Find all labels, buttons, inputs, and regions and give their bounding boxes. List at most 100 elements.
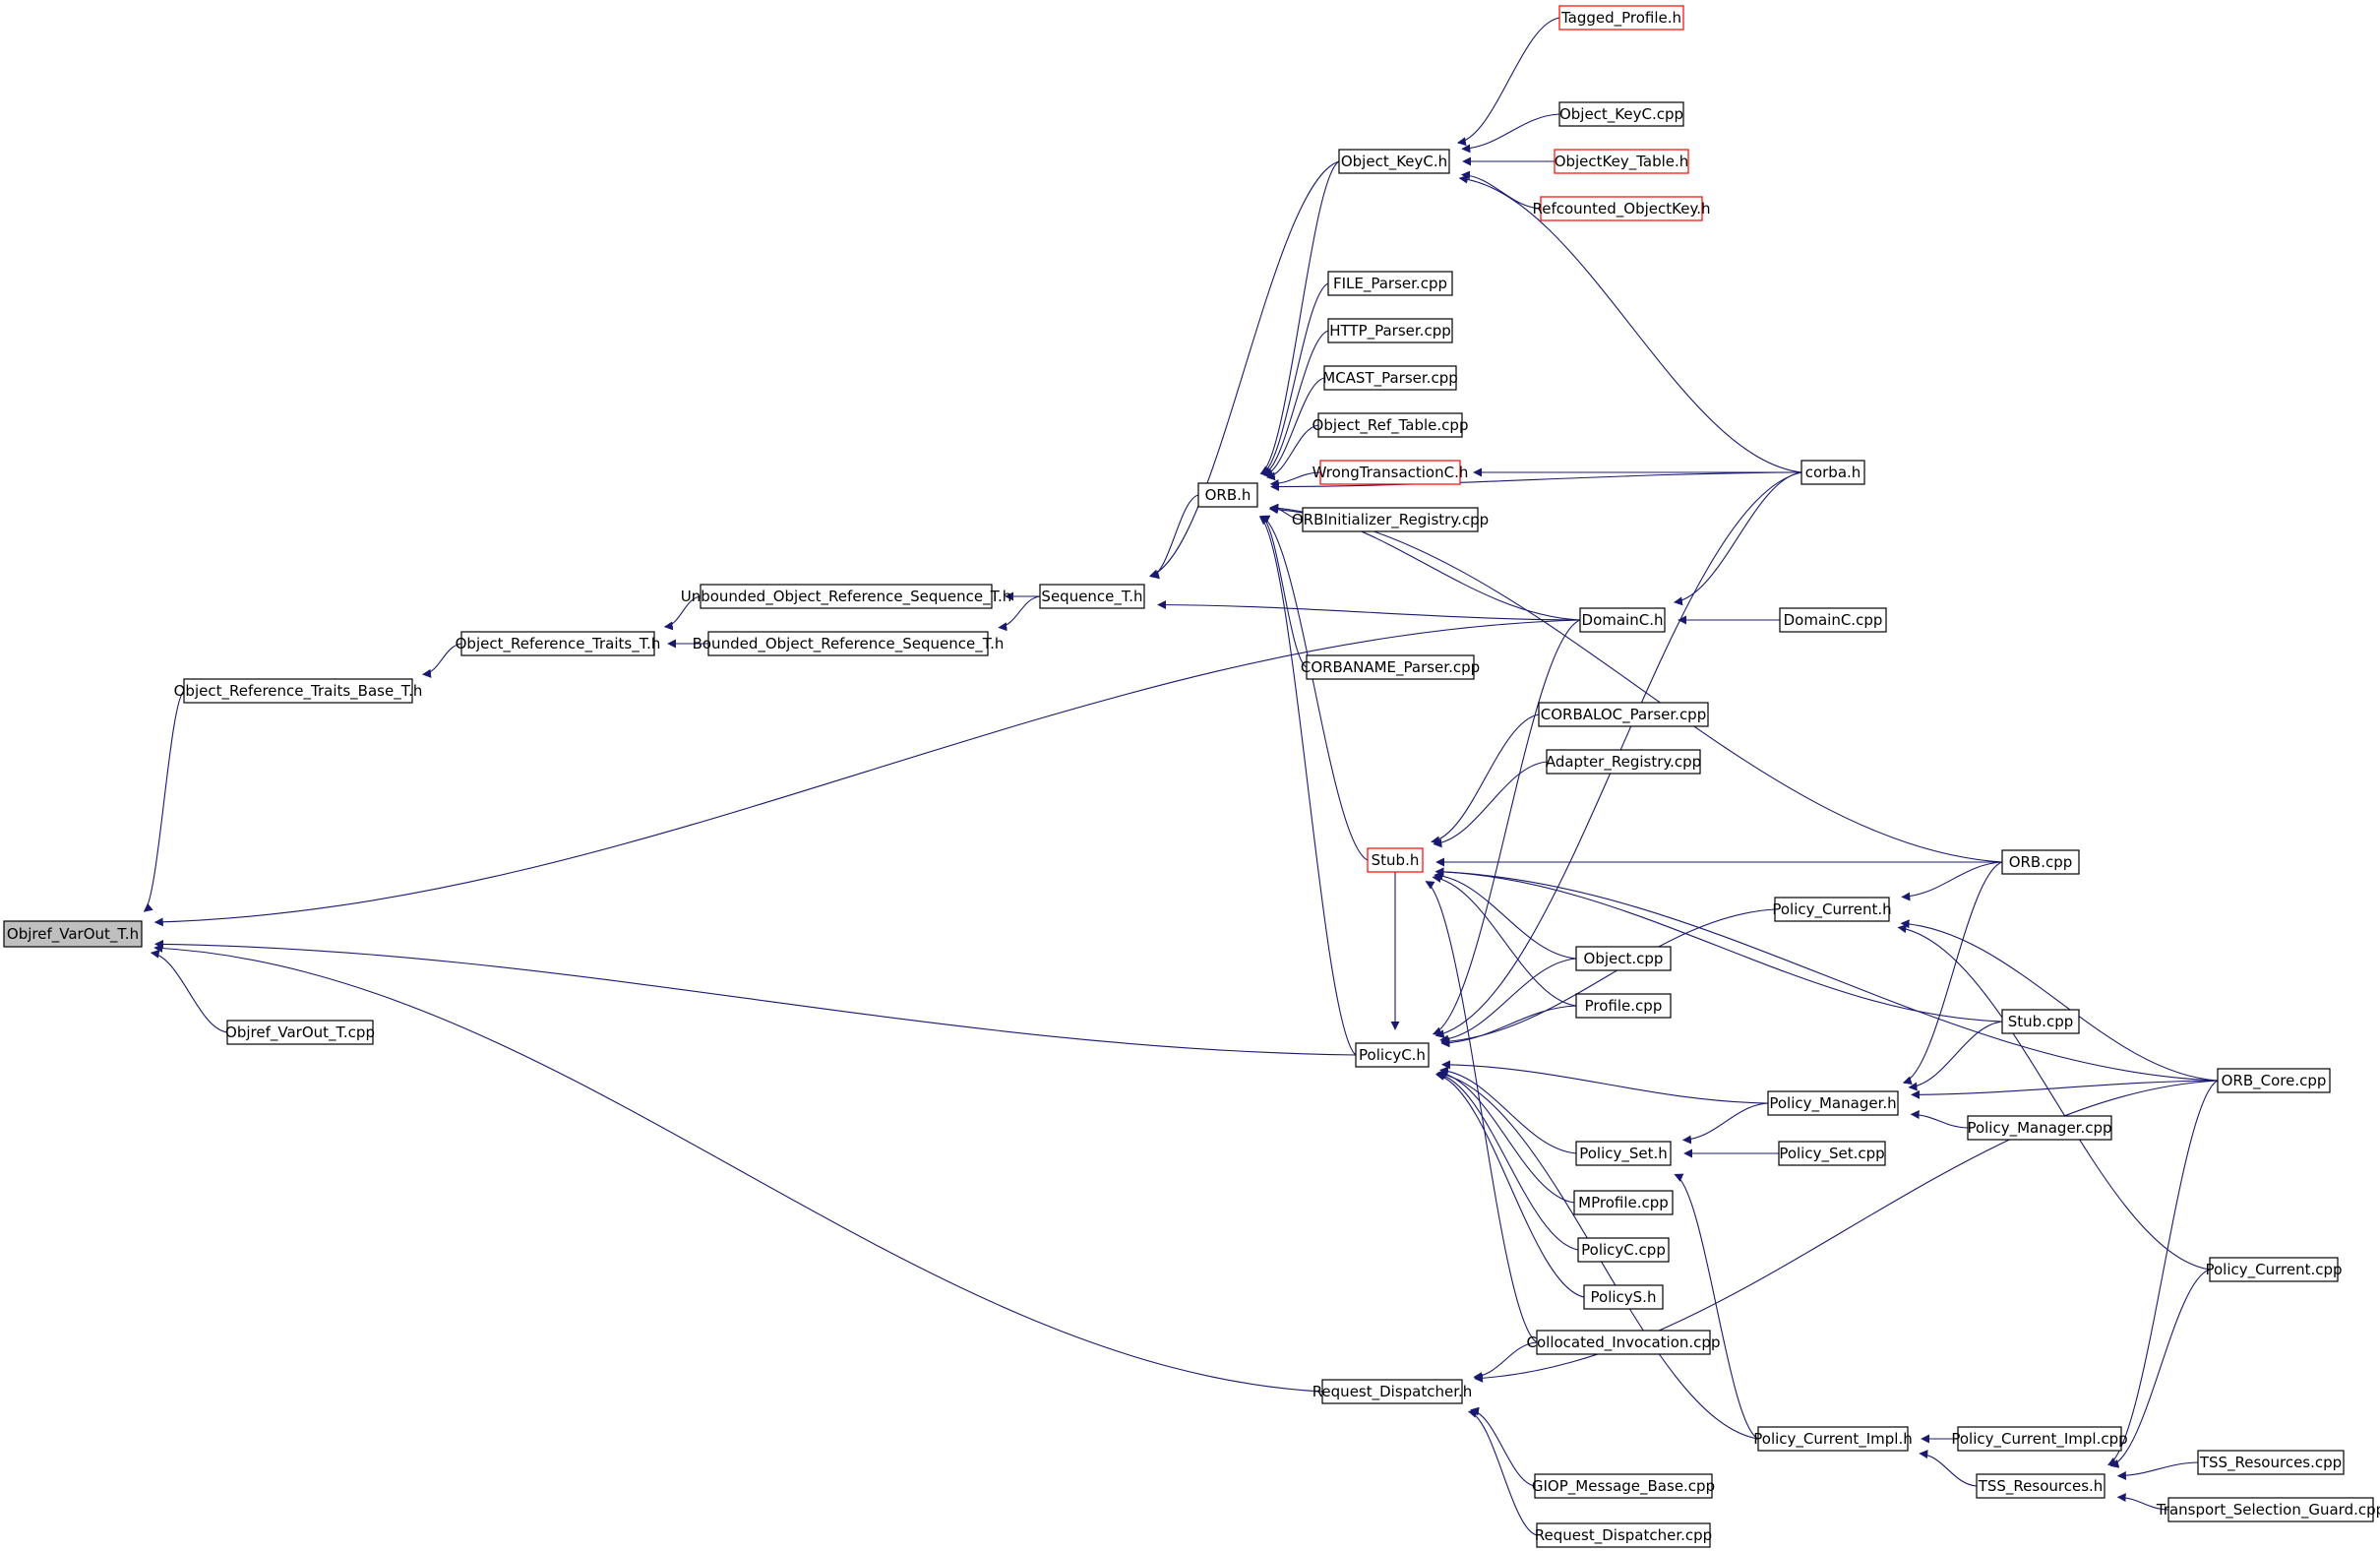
node-orb-cpp[interactable]: ORB.cpp bbox=[2001, 849, 2080, 875]
node-orb-core-cpp[interactable]: ORB_Core.cpp bbox=[2217, 1068, 2331, 1093]
node-label: Stub.cpp bbox=[2008, 1013, 2074, 1030]
node-policy-current-impl-cpp[interactable]: Policy_Current_Impl.cpp bbox=[1951, 1426, 2128, 1452]
node-box bbox=[1540, 196, 1703, 221]
node-objref-varout-h[interactable]: Objref_VarOut_T.h bbox=[3, 920, 143, 948]
node-collocated-invocation[interactable]: Collocated_Invocation.cpp bbox=[1527, 1330, 1721, 1355]
node-label: Request_Dispatcher.h bbox=[1312, 1383, 1473, 1401]
node-tagged-profile[interactable]: Tagged_Profile.h bbox=[1558, 5, 1684, 31]
node-objref-varout-cpp[interactable]: Objref_VarOut_T.cpp bbox=[225, 1020, 375, 1045]
edge-policy-manager-h-to-policy-manager-cpp bbox=[1910, 1110, 1969, 1129]
node-tss-resources-h[interactable]: TSS_Resources.h bbox=[1976, 1473, 2105, 1499]
edge-policyc-h-to-policy-current-h bbox=[1440, 908, 1776, 1046]
edge-object-keyc-h-to-tagged-profile bbox=[1456, 17, 1560, 147]
node-request-dispatcher-cpp[interactable]: Request_Dispatcher.cpp bbox=[1535, 1522, 1712, 1548]
node-policy-set-h[interactable]: Policy_Set.h bbox=[1575, 1141, 1672, 1166]
node-policyc-h[interactable]: PolicyC.h bbox=[1355, 1042, 1430, 1068]
node-label: Policy_Manager.h bbox=[1769, 1094, 1896, 1113]
node-orb-h[interactable]: ORB.h bbox=[1197, 482, 1258, 508]
edge-orb-h-to-file-parser bbox=[1260, 282, 1329, 475]
node-label: Stub.h bbox=[1372, 851, 1420, 869]
edge-policy-set-h-to-policy-manager-h bbox=[1681, 1102, 1769, 1145]
node-box bbox=[1197, 482, 1258, 508]
edge-stub-h-to-collocated-invocation bbox=[1425, 881, 1538, 1343]
node-refcounted-objectkey[interactable]: Refcounted_ObjectKey.h bbox=[1532, 196, 1711, 221]
node-transport-selection-guard[interactable]: Transport_Selection_Guard.cpp bbox=[2156, 1497, 2380, 1522]
node-label: Policy_Current.h bbox=[1772, 900, 1891, 919]
node-label: Unbounded_Object_Reference_Sequence_T.h bbox=[681, 588, 1012, 606]
node-policy-manager-h[interactable]: Policy_Manager.h bbox=[1767, 1090, 1899, 1116]
node-policy-current-impl-h[interactable]: Policy_Current_Impl.h bbox=[1753, 1426, 1913, 1452]
edge-policy-current-impl-h-to-tss-resources-h bbox=[1919, 1450, 1978, 1487]
node-object-keyc-h[interactable]: Object_KeyC.h bbox=[1338, 149, 1450, 174]
edge-policyc-h-to-domainc-h bbox=[1432, 619, 1581, 1035]
node-box bbox=[1338, 149, 1450, 174]
node-mprofile-cpp[interactable]: MProfile.cpp bbox=[1573, 1190, 1674, 1215]
node-label: FILE_Parser.cpp bbox=[1333, 275, 1447, 293]
node-object-cpp[interactable]: Object.cpp bbox=[1575, 946, 1672, 971]
node-policy-current-cpp[interactable]: Policy_Current.cpp bbox=[2205, 1257, 2343, 1282]
node-label: ORBInitializer_Registry.cpp bbox=[1292, 511, 1489, 529]
edge-request-dispatcher-h-to-request-dispatcher-cpp bbox=[1467, 1409, 1538, 1536]
node-box bbox=[1327, 318, 1453, 343]
node-sequence-t[interactable]: Sequence_T.h bbox=[1039, 584, 1145, 609]
node-giop-message-base[interactable]: GIOP_Message_Base.cpp bbox=[1532, 1473, 1715, 1499]
edge-tss-resources-h-to-tss-resources-cpp bbox=[2116, 1461, 2199, 1481]
node-obj-ref-traits-base[interactable]: Object_Reference_Traits_Base_T.h bbox=[174, 678, 423, 704]
edge-policy-manager-h-to-orb-cpp bbox=[1902, 861, 2003, 1085]
node-obj-ref-traits[interactable]: Object_Reference_Traits_T.h bbox=[456, 631, 661, 656]
node-box bbox=[1778, 1141, 1886, 1166]
node-box bbox=[1583, 1284, 1664, 1310]
node-corba-h[interactable]: corba.h bbox=[1800, 460, 1865, 485]
node-file-parser[interactable]: FILE_Parser.cpp bbox=[1327, 271, 1453, 296]
edges-layer bbox=[143, 17, 2219, 1536]
node-tss-resources-cpp[interactable]: TSS_Resources.cpp bbox=[2197, 1450, 2345, 1475]
node-policyc-cpp[interactable]: PolicyC.cpp bbox=[1577, 1237, 1670, 1263]
node-domainc-h[interactable]: DomainC.h bbox=[1579, 607, 1666, 633]
edge-orb-h-to-mcast-parser bbox=[1263, 377, 1325, 478]
edge-request-dispatcher-h-to-orb-core-cpp bbox=[1474, 1080, 2219, 1383]
node-policy-current-h[interactable]: Policy_Current.h bbox=[1772, 897, 1892, 922]
node-box bbox=[1536, 1330, 1711, 1355]
node-request-dispatcher-h[interactable]: Request_Dispatcher.h bbox=[1312, 1379, 1473, 1404]
node-unbounded-seq[interactable]: Unbounded_Object_Reference_Sequence_T.h bbox=[681, 584, 1012, 609]
node-profile-cpp[interactable]: Profile.cpp bbox=[1575, 993, 1672, 1019]
node-wrongtransaction[interactable]: WrongTransactionC.h bbox=[1312, 460, 1469, 485]
node-corbaname-parser[interactable]: CORBANAME_Parser.cpp bbox=[1301, 654, 1480, 680]
node-objectkey-table[interactable]: ObjectKey_Table.h bbox=[1554, 149, 1689, 174]
node-box bbox=[1317, 412, 1463, 438]
node-http-parser[interactable]: HTTP_Parser.cpp bbox=[1327, 318, 1453, 343]
node-box bbox=[1957, 1426, 2122, 1452]
node-object-keyc-cpp[interactable]: Object_KeyC.cpp bbox=[1558, 101, 1684, 127]
node-object-ref-table[interactable]: Object_Ref_Table.cpp bbox=[1312, 412, 1469, 438]
node-stub-h[interactable]: Stub.h bbox=[1367, 847, 1424, 873]
node-corbaloc-parser[interactable]: CORBALOC_Parser.cpp bbox=[1538, 702, 1709, 727]
node-adapter-registry[interactable]: Adapter_Registry.cpp bbox=[1546, 749, 1701, 775]
node-domainc-cpp[interactable]: DomainC.cpp bbox=[1779, 607, 1887, 633]
node-stub-cpp[interactable]: Stub.cpp bbox=[2001, 1009, 2080, 1034]
node-policy-manager-cpp[interactable]: Policy_Manager.cpp bbox=[1967, 1115, 2112, 1141]
node-label: PolicyS.h bbox=[1591, 1288, 1657, 1306]
node-box bbox=[1302, 507, 1479, 532]
node-label: Objref_VarOut_T.h bbox=[7, 925, 139, 944]
edge-policyc-h-to-policy-set-h bbox=[1439, 1066, 1577, 1154]
node-label: Collocated_Invocation.cpp bbox=[1527, 1334, 1721, 1352]
node-bounded-seq[interactable]: Bounded_Object_Reference_Sequence_T.h bbox=[693, 631, 1005, 656]
node-policys-h[interactable]: PolicyS.h bbox=[1583, 1284, 1664, 1310]
node-box bbox=[1774, 897, 1890, 922]
node-box bbox=[2001, 849, 2080, 875]
node-orbinit-registry[interactable]: ORBInitializer_Registry.cpp bbox=[1292, 507, 1489, 532]
node-policy-set-cpp[interactable]: Policy_Set.cpp bbox=[1778, 1141, 1886, 1166]
node-box bbox=[1534, 1473, 1713, 1499]
edge-tss-resources-h-to-policy-current-cpp bbox=[2109, 1269, 2211, 1468]
edge-tss-resources-h-to-orb-core-cpp bbox=[2106, 1080, 2219, 1465]
edge-objref-varout-h-to-domainc-h bbox=[153, 619, 1581, 927]
edge-objref-varout-h-to-objref-varout-cpp bbox=[150, 949, 228, 1033]
node-box bbox=[1800, 460, 1865, 485]
edge-request-dispatcher-h-to-giop-message-base bbox=[1470, 1406, 1536, 1487]
node-label: GIOP_Message_Base.cpp bbox=[1532, 1477, 1715, 1496]
node-box bbox=[1579, 607, 1666, 633]
node-label: corba.h bbox=[1805, 464, 1861, 481]
node-mcast-parser[interactable]: MCAST_Parser.cpp bbox=[1322, 365, 1458, 391]
node-label: Object_KeyC.h bbox=[1341, 153, 1447, 171]
